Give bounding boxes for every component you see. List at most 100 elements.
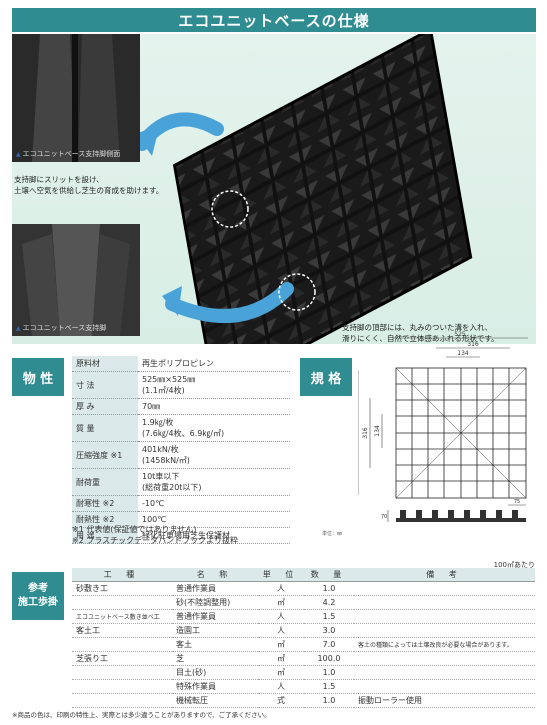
property-key: 寸 法 — [72, 371, 138, 399]
eco-unit-base-photo — [135, 34, 473, 344]
property-row: 用 途緑化駐車場用芝生保護材 — [72, 527, 290, 544]
header-unit: 単 位 — [258, 568, 304, 582]
property-key: 圧縮強度 ※1 — [72, 441, 138, 469]
cell-qty: 100.0 — [304, 651, 354, 666]
dim-134-top: 134 — [457, 350, 469, 357]
cell-type — [72, 637, 172, 652]
cell-qty: 1.0 — [304, 665, 354, 680]
slit-note: 支持脚にスリットを設け、 土壌へ空気を供給し芝生の育成を助けます。 — [14, 175, 164, 195]
property-key: 用 途 — [72, 527, 138, 544]
property-row: 原料材再生ポリプロピレン — [72, 356, 290, 372]
cell-qty: 1.0 — [304, 581, 354, 596]
cell-name: 目土(砂) — [172, 665, 258, 680]
spec-drawing: 525 316 134 525 316 134 75 70 — [358, 331, 528, 522]
property-value: -10℃ — [138, 495, 290, 512]
cell-note — [354, 679, 535, 694]
cell-unit: ㎥ — [258, 595, 304, 610]
cell-note — [354, 651, 535, 666]
support-leg-side-photo: エコユニットベース支持脚側面 — [12, 34, 140, 162]
cell-unit: ㎥ — [258, 637, 304, 652]
cell-name: 普通作業員 — [172, 581, 258, 596]
cell-qty: 1.0 — [304, 693, 354, 708]
cell-name: 普通作業員 — [172, 609, 258, 624]
cell-name: 砂(不陸調整用) — [172, 595, 258, 610]
footnotes: ※1 代表値(保証値ではありません) ※2 プラスチックデータハンドブックより抜… — [72, 525, 239, 545]
cell-unit: ㎥ — [258, 665, 304, 680]
cell-name: 造園工 — [172, 623, 258, 638]
cell-type: 客土工 — [72, 623, 172, 638]
cell-name: 客土 — [172, 637, 258, 652]
cell-unit: 人 — [258, 623, 304, 638]
cell-type: エコユニットベース敷き並べ工 — [72, 609, 172, 624]
property-value: 401kN/枚(1458kN/㎡) — [138, 441, 290, 469]
print-color-note: ※商品の色は、印刷の特性上、実際とは多少違うことがありますので、ご了承ください。 — [12, 711, 271, 719]
groove-note: 支持脚の頂部には、丸みのついた溝を入れ、 滑りにくく、自然で立体感あふれる形状で… — [342, 323, 499, 343]
support-leg-photo: エコユニットベース支持脚 — [12, 224, 140, 336]
property-key: 耐熱性 ※2 — [72, 511, 138, 528]
cell-type: 芝張り工 — [72, 651, 172, 666]
cell-type — [72, 595, 172, 610]
physical-section-label: 物 性 — [12, 358, 64, 396]
plan-view-grid — [395, 367, 527, 499]
cell-note — [354, 581, 535, 596]
property-key: 厚 み — [72, 398, 138, 415]
cell-note — [354, 609, 535, 624]
cell-qty: 3.0 — [304, 623, 354, 638]
dim-70: 70 — [381, 514, 387, 520]
property-value: 100℃ — [138, 511, 290, 528]
cell-qty: 1.5 — [304, 679, 354, 694]
cell-note: 客土の種類によっては土壌改良が必要な場合があります。 — [354, 637, 535, 652]
property-key: 原料材 — [72, 356, 138, 372]
header-qty: 数 量 — [304, 568, 354, 582]
property-value: 再生ポリプロピレン — [138, 356, 290, 372]
cell-qty: 7.0 — [304, 637, 354, 652]
property-key: 質 量 — [72, 414, 138, 442]
cell-unit: ㎡ — [258, 651, 304, 666]
cell-note — [354, 623, 535, 638]
thumb-caption-side: エコユニットベース支持脚側面 — [16, 149, 121, 159]
property-value: 1.9㎏/枚(7.6㎏/4枚、6.9㎏/㎡) — [138, 414, 290, 442]
property-key: 耐寒性 ※2 — [72, 495, 138, 512]
cell-note: 振動ローラー使用 — [354, 693, 535, 708]
cell-note — [354, 665, 535, 680]
cell-type: 砂敷き工 — [72, 581, 172, 596]
dim-316-top: 316 — [467, 341, 479, 348]
property-value: 525㎜×525㎜(1.1㎡/4枚) — [138, 371, 290, 399]
cell-note — [354, 595, 535, 610]
page-title: エコユニットベースの仕様 — [12, 8, 536, 32]
reference-section-label: 参考 施工歩掛 — [12, 572, 64, 620]
dim-316-side: 316 — [362, 427, 369, 439]
property-key: 耐荷重 — [72, 468, 138, 496]
property-value: 緑化駐車場用芝生保護材 — [138, 527, 290, 544]
cell-unit: 式 — [258, 693, 304, 708]
header-note: 備 考 — [354, 568, 535, 582]
property-value: 10t車以下(総荷重20t以下) — [138, 468, 290, 496]
product-photo-area: エコユニットベース支持脚側面 支持脚にスリットを設け、 土壌へ空気を供給し芝生の… — [12, 34, 536, 344]
dim-75: 75 — [514, 499, 520, 505]
cell-qty: 4.2 — [304, 595, 354, 610]
property-value: 70㎜ — [138, 398, 290, 415]
header-name: 名 称 — [172, 568, 258, 582]
dim-525-top: 525 — [454, 331, 466, 338]
cell-name: 芝 — [172, 651, 258, 666]
cell-type — [72, 665, 172, 680]
property-row: 耐寒性 ※2-10℃ — [72, 495, 290, 512]
cell-type — [72, 693, 172, 708]
